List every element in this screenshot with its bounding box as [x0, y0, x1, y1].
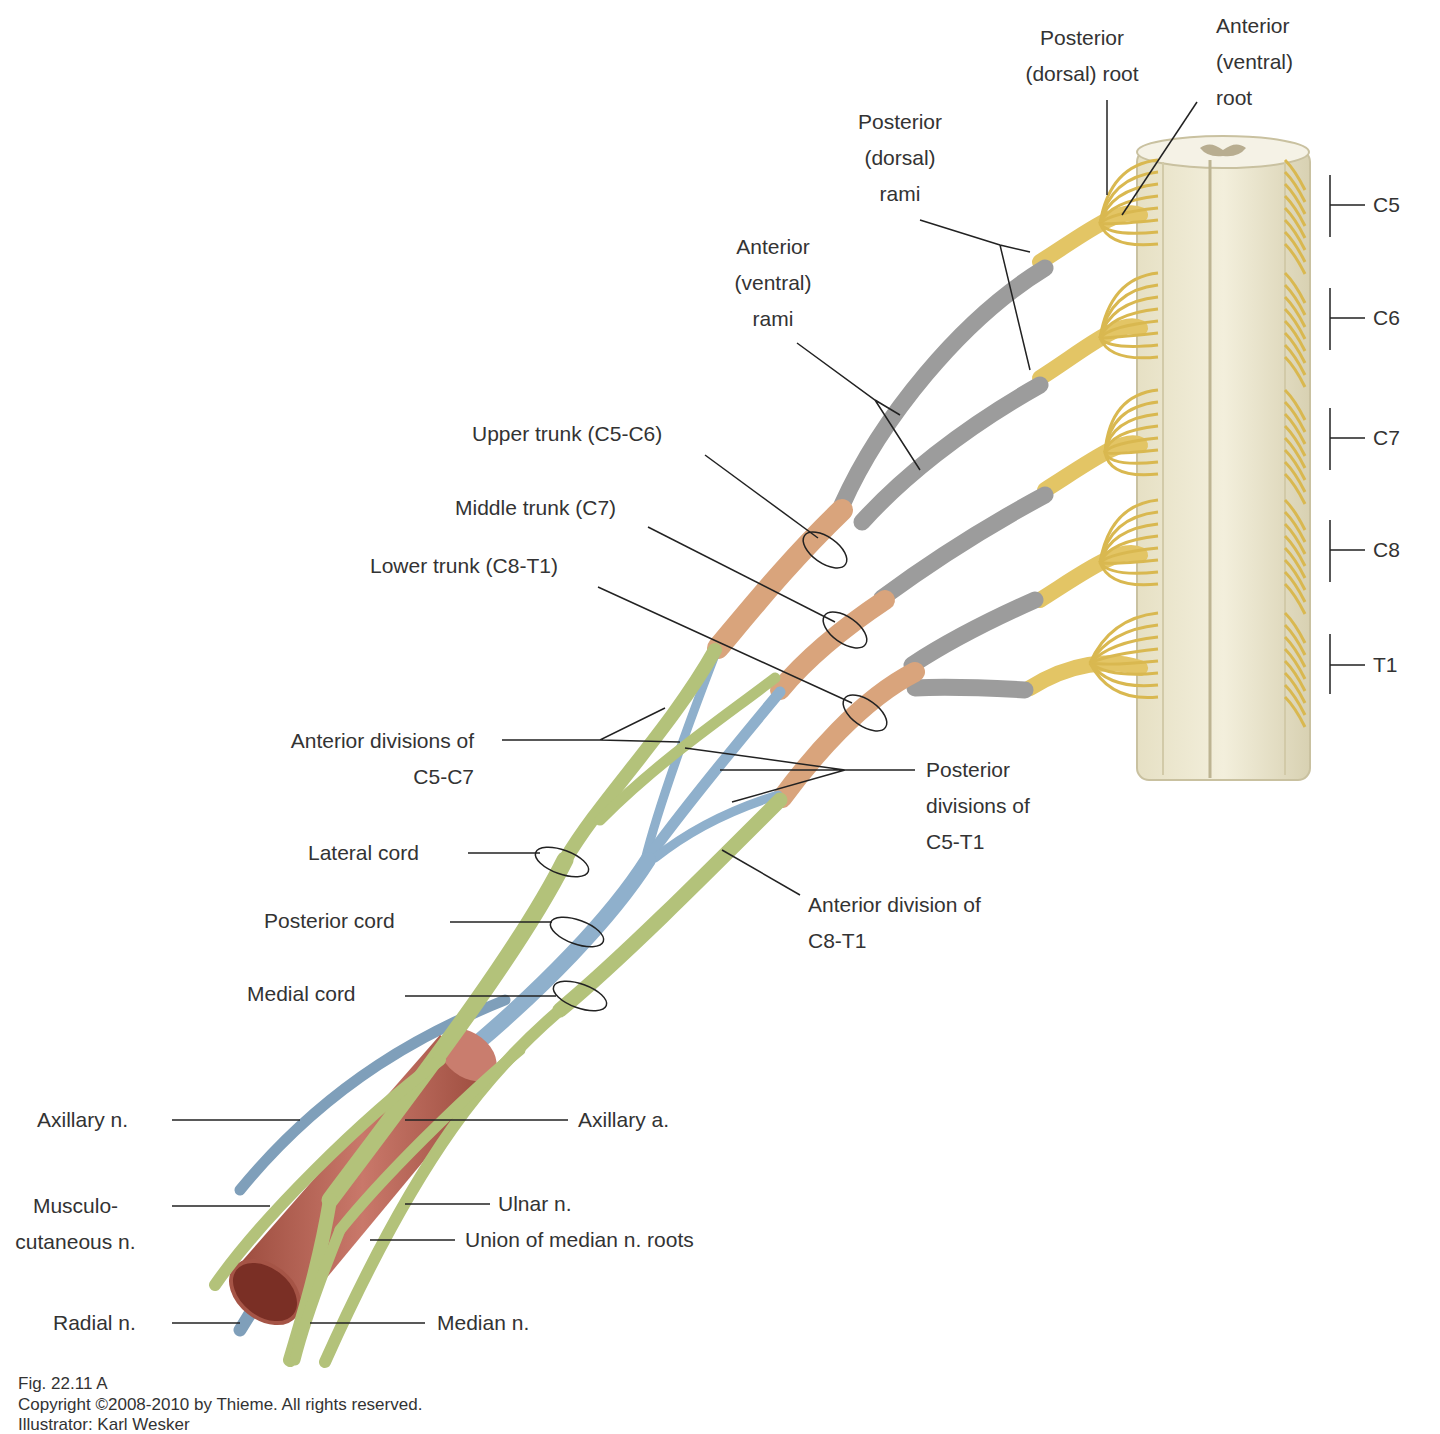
part-label: Axillary a. — [578, 1102, 669, 1138]
anterior-cords — [215, 650, 780, 1362]
part-label: C6 — [1373, 300, 1400, 336]
trunks — [718, 510, 915, 798]
spinal-cord — [1137, 136, 1310, 780]
part-label: T1 — [1373, 647, 1398, 683]
part-label: Posterior cord — [264, 903, 395, 939]
leader-lines — [172, 100, 1365, 1323]
part-label: C7 — [1373, 420, 1400, 456]
part-label: Ulnar n. — [498, 1186, 572, 1222]
anterior-rami — [842, 268, 1045, 690]
part-label: Medial cord — [247, 976, 356, 1012]
part-label: Axillary n. — [37, 1102, 128, 1138]
credit-note: Illustrator: Karl Wesker — [18, 1415, 190, 1434]
part-label: Lower trunk (C8-T1) — [370, 548, 558, 584]
part-label: Anterior (ventral) rami — [718, 229, 828, 337]
part-label: Upper trunk (C5-C6) — [472, 416, 662, 452]
part-label: Anterior (ventral) root — [1216, 8, 1316, 116]
part-label: C8 — [1373, 532, 1400, 568]
part-label: Median n. — [437, 1305, 529, 1341]
part-label: Middle trunk (C7) — [455, 490, 616, 526]
part-label: Union of median n. roots — [465, 1222, 694, 1258]
credit-note: Copyright ©2008-2010 by Thieme. All righ… — [18, 1395, 422, 1415]
part-label: Posterior (dorsal) root — [1012, 20, 1152, 92]
roots — [1030, 160, 1305, 727]
part-label: Anterior division of C8-T1 — [808, 887, 998, 959]
figure-caption: Fig. 22.11 A — [18, 1374, 107, 1394]
part-label: C5 — [1373, 187, 1400, 223]
part-label: Radial n. — [53, 1305, 136, 1341]
part-label: Lateral cord — [308, 835, 419, 871]
part-label: Anterior divisions of C5-C7 — [262, 723, 474, 795]
part-label: Posterior divisions of C5-T1 — [926, 752, 1056, 860]
part-label: Musculo- cutaneous n. — [3, 1188, 148, 1260]
part-label: Posterior (dorsal) rami — [845, 104, 955, 212]
